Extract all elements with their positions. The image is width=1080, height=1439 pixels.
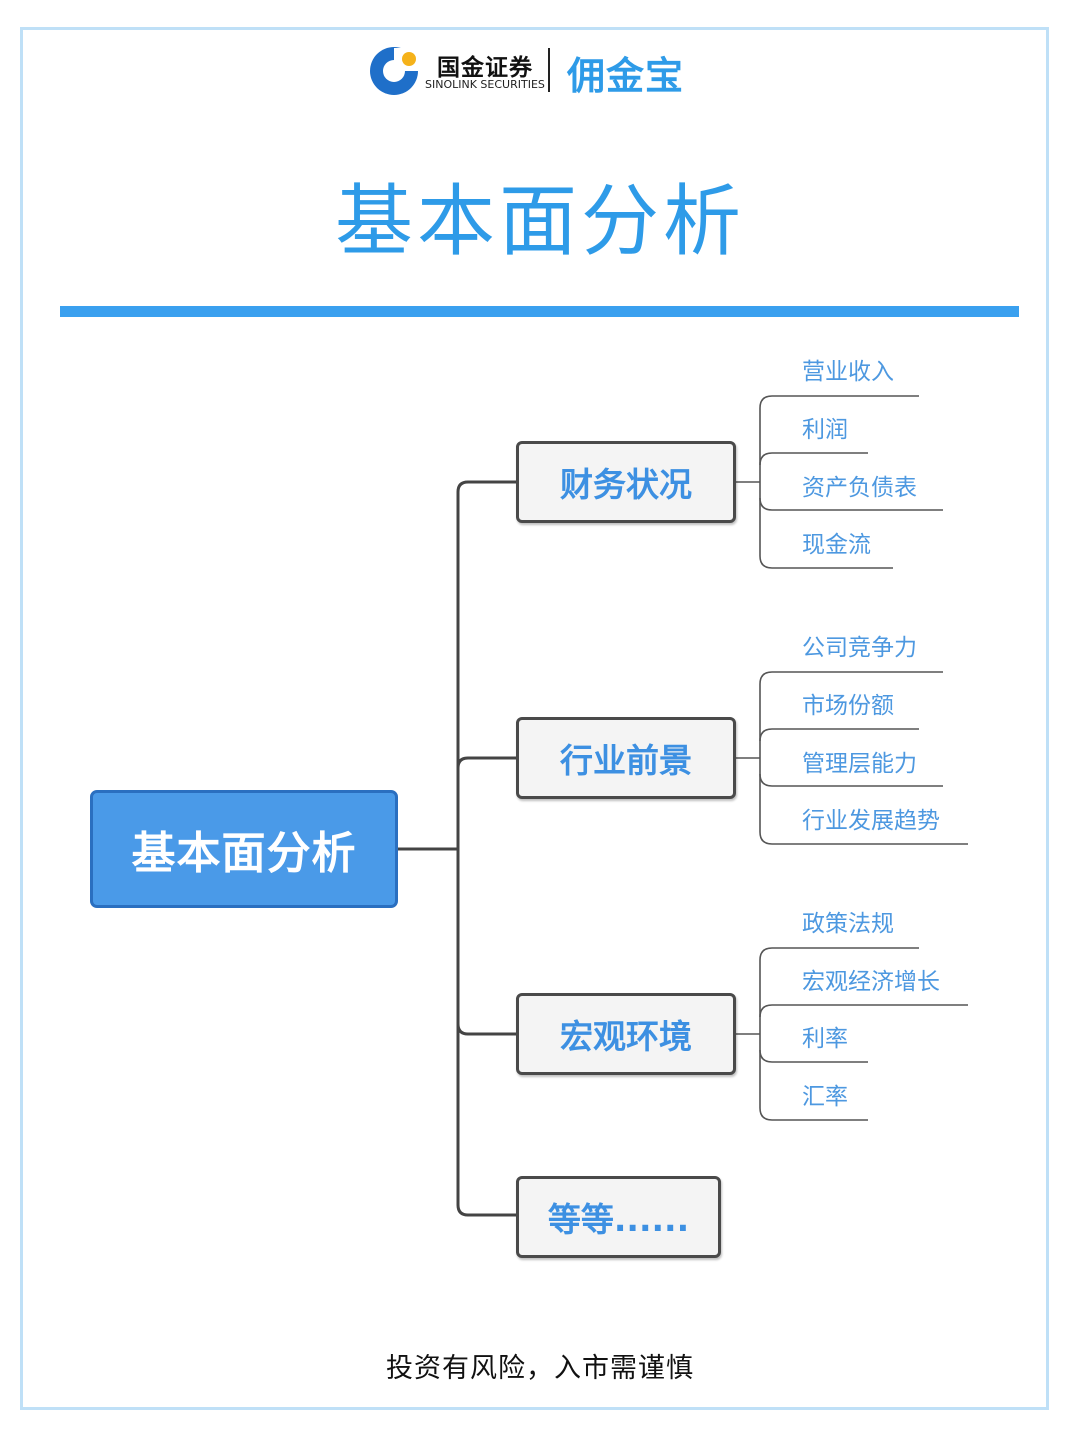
branch-macro-environment: 宏观环境 [516, 993, 736, 1075]
leaf-market-share: 市场份额 [802, 693, 894, 719]
brand-name-cn: 国金证券 [437, 55, 533, 81]
page-title: 基本面分析 [334, 177, 745, 267]
risk-disclaimer: 投资有风险，入市需谨慎 [386, 1353, 694, 1384]
leaf-company-competitiveness: 公司竞争力 [802, 635, 917, 661]
branch-financial-status: 财务状况 [516, 441, 736, 523]
leaf-cash-flow: 现金流 [802, 532, 871, 558]
leaf-balance-sheet: 资产负债表 [802, 475, 917, 501]
leaf-policy-regulation: 政策法规 [802, 911, 894, 937]
sinolink-logo-icon [370, 47, 420, 95]
leaf-macro-growth: 宏观经济增长 [802, 969, 940, 995]
leaf-management-ability: 管理层能力 [802, 751, 917, 777]
leaf-industry-trend: 行业发展趋势 [802, 808, 940, 834]
leaf-exchange-rate: 汇率 [802, 1084, 848, 1110]
brand-product-name: 佣金宝 [567, 54, 685, 98]
brand-name-en: SINOLINK SECURITIES [425, 78, 545, 91]
mindmap-root-node: 基本面分析 [90, 790, 398, 908]
leaf-profit: 利润 [802, 417, 848, 443]
leaf-interest-rate: 利率 [802, 1026, 848, 1052]
title-divider [60, 306, 1019, 317]
branch-etc: 等等...... [516, 1176, 721, 1258]
branch-industry-outlook: 行业前景 [516, 717, 736, 799]
brand-header: 国金证券 SINOLINK SECURITIES 佣金宝 [0, 40, 1080, 100]
page-frame [20, 27, 1049, 1410]
leaf-operating-revenue: 营业收入 [802, 359, 894, 385]
brand-divider [548, 48, 550, 92]
